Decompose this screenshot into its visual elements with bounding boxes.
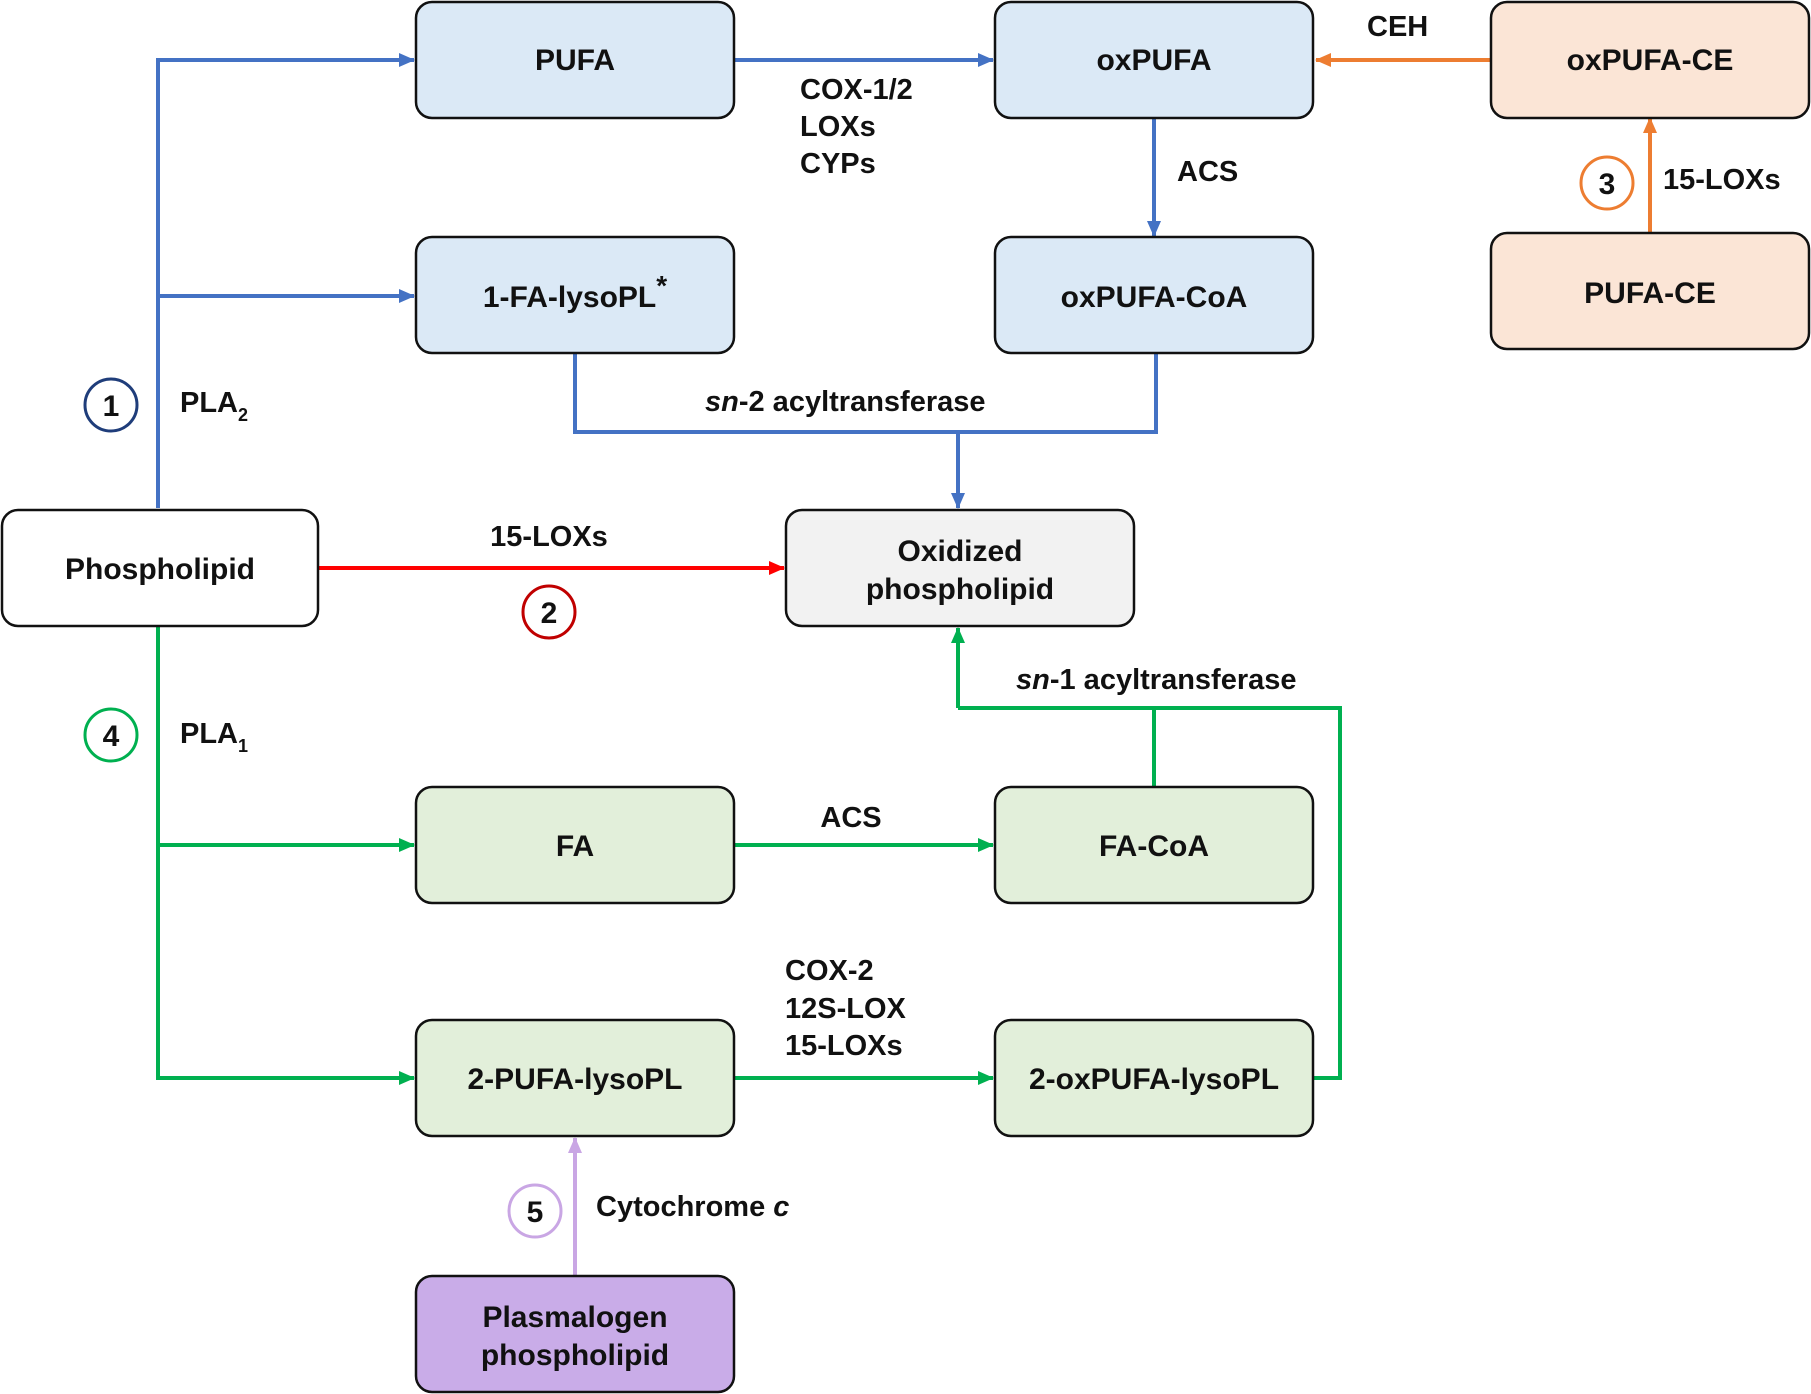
node-fa-coa-label: FA-CoA [1099, 830, 1209, 863]
label-sn1-rest: -1 acyltransferase [1050, 664, 1297, 696]
pathway-number-5: 5 [507, 1183, 563, 1239]
node-pufa-ce-label: PUFA-CE [1584, 277, 1716, 310]
pathway-number-5-text: 5 [527, 1196, 544, 1229]
label-cox-1-2: COX-1/2 [800, 74, 913, 106]
node-1-fa-lysopl: 1-FA-lysoPL* [414, 235, 736, 355]
label-sn2-prefix: sn [705, 386, 739, 418]
label-pla1-sub: 1 [238, 736, 248, 756]
node-2-oxpufa-lysopl-label: 2-oxPUFA-lysoPL [1029, 1063, 1279, 1096]
label-12s-lox: 12S-LOX [785, 993, 907, 1025]
label-cytochrome-c: Cytochrome c [596, 1191, 789, 1223]
edge-2-oxpufa-lysopl-to-sn1 [958, 706, 1342, 1080]
node-plasmalogen-line1: Plasmalogen [482, 1301, 667, 1334]
label-pla2-main: PLA [180, 387, 238, 419]
label-pla1-main: PLA [180, 718, 238, 750]
node-oxidized-phospholipid-line1: Oxidized [897, 535, 1022, 568]
label-acs-top: ACS [1177, 156, 1238, 188]
node-oxpufa-label: oxPUFA [1096, 44, 1211, 77]
node-pufa-ce: PUFA-CE [1489, 231, 1811, 351]
label-15-loxs-right: 15-LOXs [1663, 164, 1781, 196]
node-fa-label: FA [556, 830, 594, 863]
node-oxidized-phospholipid-line2: phospholipid [866, 573, 1054, 606]
label-pla1: PLA1 [180, 718, 248, 756]
node-pufa: PUFA [414, 0, 736, 120]
pathway-number-4-text: 4 [103, 720, 120, 753]
node-oxpufa-coa: oxPUFA-CoA [993, 235, 1315, 355]
pathway-number-3-text: 3 [1599, 168, 1616, 201]
label-15-loxs-bottom: 15-LOXs [785, 1030, 903, 1062]
node-oxpufa-coa-label: oxPUFA-CoA [1061, 281, 1248, 314]
pathway-3-edges [1315, 53, 1657, 234]
node-1-fa-lysopl-asterisk: * [656, 270, 667, 301]
node-1-fa-lysopl-label: 1-FA-lysoPL [483, 281, 656, 314]
node-2-pufa-lysopl: 2-PUFA-lysoPL [414, 1018, 736, 1138]
node-plasmalogen-line2: phospholipid [481, 1339, 669, 1372]
label-sn1-prefix: sn [1016, 664, 1050, 696]
node-plasmalogen-phospholipid: Plasmalogen phospholipid [414, 1274, 736, 1394]
node-oxpufa-ce: oxPUFA-CE [1489, 0, 1811, 120]
label-cyps: CYPs [800, 148, 876, 180]
edge-sn2-acyltransferase-join [573, 354, 1158, 434]
label-pla2-sub: 2 [238, 405, 248, 425]
edge-phospholipid-trunk-up [156, 53, 415, 508]
label-cytochrome-main: Cytochrome [596, 1191, 773, 1223]
pathway-number-2: 2 [521, 584, 577, 640]
label-loxs: LOXs [800, 111, 876, 143]
label-cox-2: COX-2 [785, 955, 874, 987]
label-sn2-rest: -2 acyltransferase [739, 386, 986, 418]
node-fa-coa: FA-CoA [993, 785, 1315, 905]
pathway-number-4: 4 [83, 707, 139, 763]
label-ceh: CEH [1367, 11, 1428, 43]
label-cytochrome-italic: c [773, 1191, 789, 1223]
label-pla2: PLA2 [180, 387, 248, 425]
label-15-loxs-mid: 15-LOXs [490, 521, 608, 553]
node-2-oxpufa-lysopl: 2-oxPUFA-lysoPL [993, 1018, 1315, 1138]
node-oxidized-phospholipid: Oxidized phospholipid [784, 508, 1136, 628]
pathway-1-edges [156, 53, 1161, 509]
label-sn2-acyltransferase: sn-2 acyltransferase [705, 386, 986, 418]
node-fa: FA [414, 785, 736, 905]
pathway-4-edges [156, 627, 1342, 1085]
node-pufa-label: PUFA [535, 44, 615, 77]
pathway-number-2-text: 2 [541, 597, 558, 630]
node-oxpufa: oxPUFA [993, 0, 1315, 120]
pathway-number-1: 1 [83, 377, 139, 433]
pathway-number-1-text: 1 [103, 390, 120, 423]
node-phospholipid-label: Phospholipid [65, 553, 255, 586]
svg-text:1-FA-lysoPL*: 1-FA-lysoPL* [483, 270, 667, 314]
label-sn1-acyltransferase: sn-1 acyltransferase [1016, 664, 1297, 696]
edge-phospholipid-trunk-down [156, 627, 415, 1085]
node-2-pufa-lysopl-label: 2-PUFA-lysoPL [467, 1063, 682, 1096]
node-oxpufa-ce-label: oxPUFA-CE [1567, 44, 1734, 77]
node-phospholipid: Phospholipid [0, 508, 320, 628]
label-acs-bottom: ACS [820, 802, 881, 834]
pathway-number-3: 3 [1579, 155, 1635, 211]
